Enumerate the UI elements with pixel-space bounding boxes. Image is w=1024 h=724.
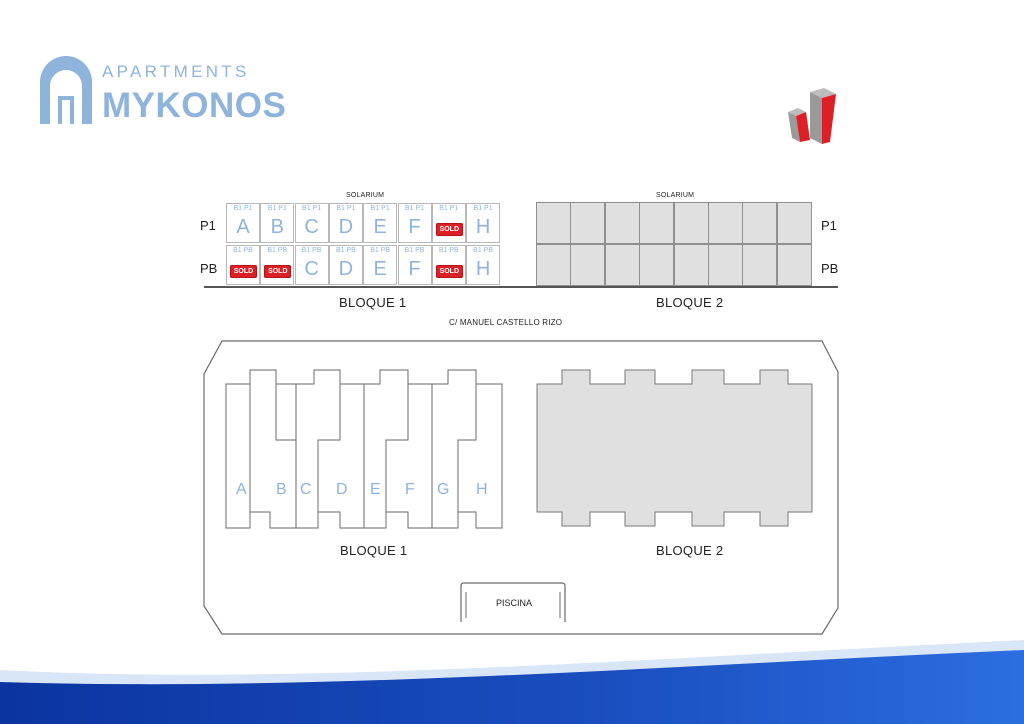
unit-letter: D <box>338 216 354 238</box>
bloque1-unit-outline <box>317 384 341 512</box>
bloque1-unit-outline <box>275 384 296 441</box>
unit-code: B1 P1 <box>267 205 287 212</box>
unit-pb-h[interactable]: B1 PB H <box>466 245 501 285</box>
bloque2-cell <box>708 244 743 286</box>
plan-unit-a[interactable]: A <box>236 481 247 498</box>
unit-code: B1 P1 <box>473 205 493 212</box>
unit-code: B1 PB <box>438 247 459 254</box>
bloque1-unit-outline <box>249 369 297 529</box>
plan-unit-c[interactable]: C <box>300 481 312 498</box>
plan-unit-g[interactable]: G <box>437 481 450 498</box>
solarium-left-label: SOLARIUM <box>346 192 385 199</box>
sold-badge: SOLD <box>435 223 463 236</box>
unit-code: B1 P1 <box>370 205 390 212</box>
unit-pb-g[interactable]: B1 PB SOLD <box>431 245 466 285</box>
unit-letter: B <box>270 216 284 238</box>
unit-letter: C <box>304 258 319 280</box>
unit-code: B1 PB <box>267 247 288 254</box>
pool-outline <box>460 582 566 622</box>
brand-top-text: APARTMENTS <box>102 62 250 81</box>
sold-badge: SOLD <box>264 265 292 278</box>
unit-pb-f[interactable]: B1 PB F <box>397 245 432 285</box>
bloque2-cell <box>776 244 812 286</box>
bloque2-cell <box>742 244 778 286</box>
unit-pb-a[interactable]: B1 PB SOLD <box>226 245 260 285</box>
unit-letter: C <box>304 216 319 238</box>
unit-p1-f[interactable]: B1 P1 F <box>397 203 432 243</box>
pool-label: PISCINA <box>496 598 533 608</box>
unit-letter: D <box>338 258 354 280</box>
brand-logo: APARTMENTS MYKONOS <box>36 52 286 132</box>
elevation-bloque1-label: BLOQUE 1 <box>339 295 407 310</box>
bloque2-cell <box>570 244 606 286</box>
bloque2-cell <box>776 202 812 244</box>
plan-bloque1-label: BLOQUE 1 <box>340 543 408 558</box>
sold-badge: SOLD <box>435 265 463 278</box>
unit-code: B1 P1 <box>439 205 459 212</box>
bloque1-unit-outline <box>457 384 477 512</box>
unit-letter: F <box>408 258 421 280</box>
street-label: C/ MANUEL CASTELLO RIZO <box>449 318 563 327</box>
unit-code: B1 P1 <box>233 205 253 212</box>
bloque2-cell <box>708 202 743 244</box>
bloque1-unit-outline <box>295 369 365 529</box>
bloque1-unit-outline <box>225 383 251 529</box>
unit-pb-d[interactable]: B1 PB D <box>328 245 363 285</box>
unit-letter: H <box>475 216 491 238</box>
unit-code: B1 PB <box>233 247 253 254</box>
bloque2-plan <box>536 369 813 527</box>
unit-letter: F <box>408 216 421 238</box>
unit-code: B1 PB <box>335 247 356 254</box>
floor-pb-right-label: PB <box>821 261 839 276</box>
floor-p1-label: P1 <box>200 218 216 233</box>
unit-p1-g[interactable]: B1 P1 SOLD <box>431 203 466 243</box>
unit-code: B1 PB <box>473 247 494 254</box>
bloque1-unit-outline <box>363 369 433 529</box>
elevation-bloque2-label: BLOQUE 2 <box>656 295 724 310</box>
bloque2-cell <box>604 244 640 286</box>
unit-p1-d[interactable]: B1 P1 D <box>328 203 363 243</box>
unit-letter: H <box>475 258 491 280</box>
bloque1-unit-outline <box>431 369 503 529</box>
bloque1-plan <box>225 369 503 529</box>
plan-unit-d[interactable]: D <box>336 481 348 498</box>
ground-line <box>204 286 838 288</box>
brand-main-text: MYKONOS <box>102 86 287 125</box>
unit-p1-b[interactable]: B1 P1 B <box>260 203 295 243</box>
plan-unit-b[interactable]: B <box>276 481 287 498</box>
sold-badge: SOLD <box>230 265 257 278</box>
unit-pb-c[interactable]: B1 PB C <box>294 245 329 285</box>
unit-code: B1 PB <box>301 247 322 254</box>
unit-p1-e[interactable]: B1 P1 E <box>363 203 398 243</box>
unit-p1-h[interactable]: B1 P1 H <box>466 203 501 243</box>
bloque2-cell <box>673 244 709 286</box>
unit-letter: E <box>373 216 387 238</box>
unit-p1-c[interactable]: B1 P1 C <box>294 203 329 243</box>
bloque2-cell <box>639 202 675 244</box>
arch-door-icon <box>40 56 92 124</box>
unit-pb-b[interactable]: B1 PB SOLD <box>260 245 295 285</box>
unit-pb-e[interactable]: B1 PB E <box>363 245 398 285</box>
plan-unit-f[interactable]: F <box>405 481 415 498</box>
red-towers-logo-icon <box>788 88 836 144</box>
footer-wave <box>0 640 1024 724</box>
unit-p1-a[interactable]: B1 P1 A <box>226 203 260 243</box>
bloque1-unit-outline <box>385 384 409 512</box>
plan-bloque2-label: BLOQUE 2 <box>656 543 724 558</box>
solarium-right-label: SOLARIUM <box>656 192 695 199</box>
plan-unit-h[interactable]: H <box>476 481 488 498</box>
unit-code: B1 P1 <box>302 205 322 212</box>
floor-pb-label: PB <box>200 261 218 276</box>
unit-letter: E <box>373 258 387 280</box>
unit-code: B1 P1 <box>404 205 425 212</box>
unit-code: B1 PB <box>370 247 391 254</box>
unit-code: B1 PB <box>404 247 425 254</box>
floor-p1-right-label: P1 <box>821 218 837 233</box>
plan-unit-e[interactable]: E <box>370 481 381 498</box>
unit-code: B1 P1 <box>336 205 356 212</box>
unit-letter: A <box>236 216 250 238</box>
